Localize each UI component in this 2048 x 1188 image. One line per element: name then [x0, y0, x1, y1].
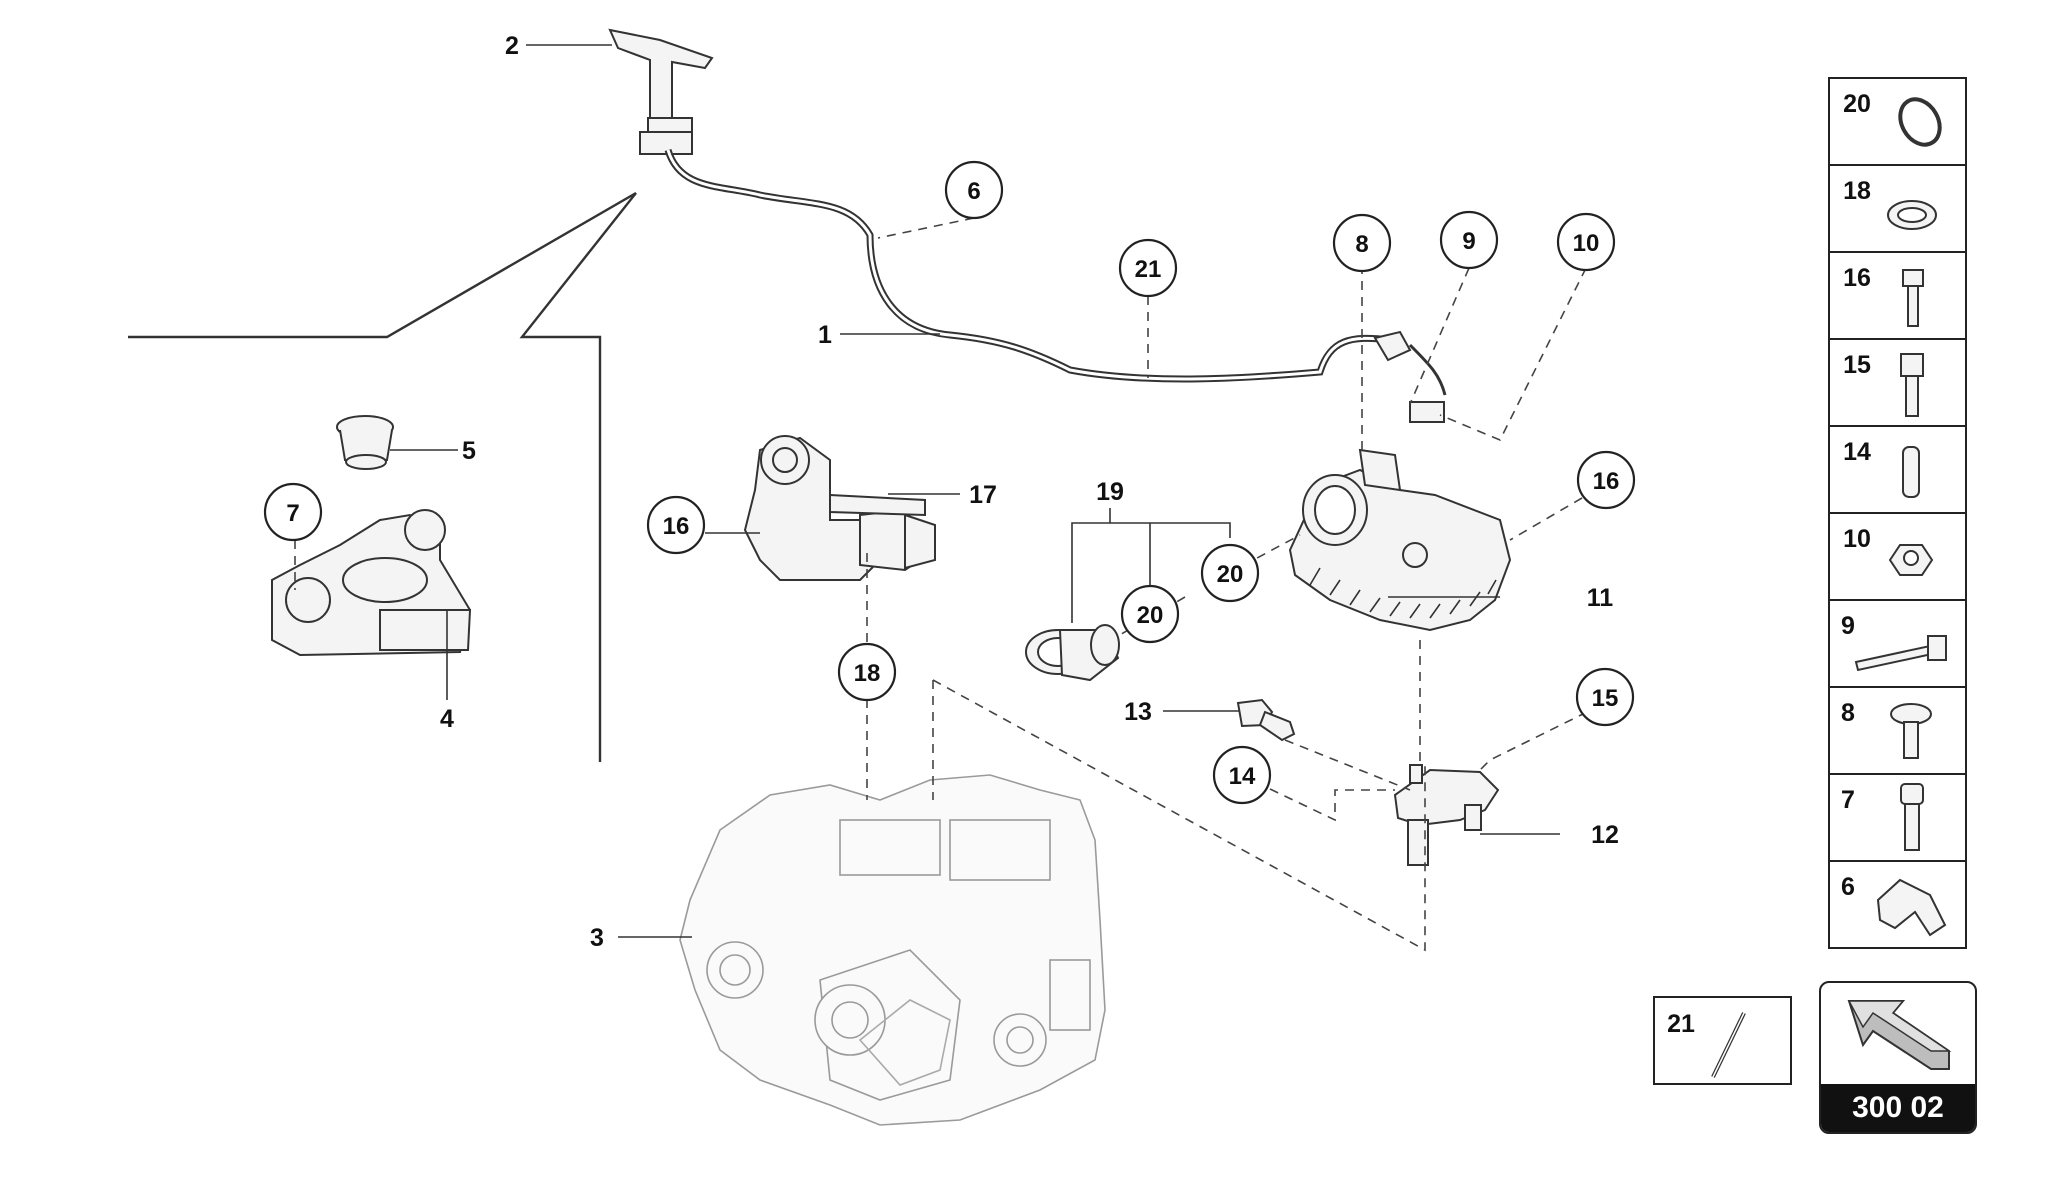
callout-9: 9 — [1439, 210, 1499, 270]
callout-18: 18 — [837, 642, 897, 702]
callout-7: 7 — [263, 482, 323, 542]
callout-8: 8 — [1332, 213, 1392, 273]
key-item-21: 21 — [1653, 996, 1792, 1085]
key-item-20: 20 — [1828, 77, 1967, 166]
leader-label-11: 11 — [1587, 584, 1614, 612]
part-1-cable — [664, 148, 1391, 383]
leader-label-12: 12 — [1591, 821, 1619, 849]
page-code-label: 300 02 — [1821, 1084, 1975, 1132]
svg-text:13: 13 — [1124, 698, 1152, 726]
callout-21: 21 — [1118, 238, 1178, 298]
detail-inset-frame — [128, 191, 637, 762]
leader-label-5: 5 — [462, 437, 476, 465]
key-item-16: 16 — [1828, 251, 1967, 340]
svg-text:2: 2 — [505, 32, 519, 60]
part-11-cover — [1288, 448, 1512, 632]
svg-text:16: 16 — [1593, 468, 1620, 495]
svg-text:1: 1 — [818, 321, 832, 349]
svg-text:7: 7 — [286, 500, 299, 527]
svg-text:8: 8 — [1355, 231, 1368, 258]
key-item-14: 14 — [1828, 425, 1967, 514]
svg-text:17: 17 — [969, 481, 997, 509]
cover-ribs — [1309, 567, 1497, 619]
svg-text:9: 9 — [1462, 228, 1475, 255]
leader-label-19: 19 — [1096, 478, 1124, 506]
svg-text:10: 10 — [1573, 230, 1600, 257]
callout-15: 15 — [1575, 667, 1635, 727]
key-item-9: 9 — [1828, 599, 1967, 688]
callout-20-lower: 20 — [1120, 584, 1180, 644]
leader-lines — [390, 44, 1560, 938]
navigation-arrow-icon — [1847, 1000, 1952, 1070]
key-item-6: 6 — [1828, 860, 1967, 949]
svg-text:6: 6 — [967, 178, 980, 205]
leader-label-1: 1 — [818, 321, 832, 349]
svg-text:19: 19 — [1096, 478, 1124, 506]
leader-label-13: 13 — [1124, 698, 1152, 726]
part-2-bracket — [608, 28, 714, 155]
svg-text:15: 15 — [1592, 685, 1619, 712]
key-item-7: 7 — [1828, 773, 1967, 862]
parts-key-panel: 20 18 16 15 14 10 — [1828, 77, 1967, 949]
callout-16-right: 16 — [1576, 450, 1636, 510]
svg-text:5: 5 — [462, 437, 476, 465]
part-12-valve-body — [1393, 764, 1500, 866]
svg-text:6: 6 — [1841, 873, 1855, 901]
key-item-10: 10 — [1828, 512, 1967, 601]
leader-label-17: 17 — [969, 481, 997, 509]
leader-label-3: 3 — [590, 924, 604, 952]
svg-text:21: 21 — [1667, 1010, 1695, 1038]
svg-text:20: 20 — [1843, 90, 1871, 118]
part-5-bushing — [336, 415, 394, 470]
svg-text:4: 4 — [440, 705, 454, 733]
svg-text:21: 21 — [1135, 256, 1162, 283]
svg-text:9: 9 — [1841, 612, 1855, 640]
svg-text:16: 16 — [1843, 264, 1871, 292]
navigation-button[interactable]: 300 02 — [1819, 981, 1977, 1134]
callout-14: 14 — [1212, 745, 1272, 805]
svg-text:20: 20 — [1137, 602, 1164, 629]
part-19-seal-assembly — [1025, 624, 1120, 682]
callout-6: 6 — [944, 160, 1004, 220]
svg-text:7: 7 — [1841, 786, 1855, 814]
key-item-8: 8 — [1828, 686, 1967, 775]
part-3-transmission — [679, 774, 1106, 1126]
leader-label-4: 4 — [440, 705, 454, 733]
svg-text:11: 11 — [1587, 584, 1614, 612]
part-9-10-cable-end — [1373, 330, 1447, 423]
svg-text:8: 8 — [1841, 699, 1855, 727]
svg-text:18: 18 — [854, 660, 881, 687]
callout-16-left: 16 — [646, 495, 706, 555]
svg-text:12: 12 — [1591, 821, 1619, 849]
svg-text:15: 15 — [1843, 351, 1871, 379]
svg-text:20: 20 — [1217, 561, 1244, 588]
svg-text:16: 16 — [663, 513, 690, 540]
key-item-15: 15 — [1828, 338, 1967, 427]
callout-10: 10 — [1556, 212, 1616, 272]
svg-text:14: 14 — [1843, 438, 1871, 466]
svg-text:14: 14 — [1229, 763, 1256, 790]
svg-text:10: 10 — [1843, 525, 1871, 553]
leader-label-2: 2 — [505, 32, 519, 60]
callout-20-upper: 20 — [1200, 543, 1260, 603]
part-13-sensor — [1236, 698, 1296, 742]
part-17-selector-unit — [743, 435, 936, 581]
key-item-18: 18 — [1828, 164, 1967, 253]
svg-text:18: 18 — [1843, 177, 1871, 205]
svg-text:3: 3 — [590, 924, 604, 952]
